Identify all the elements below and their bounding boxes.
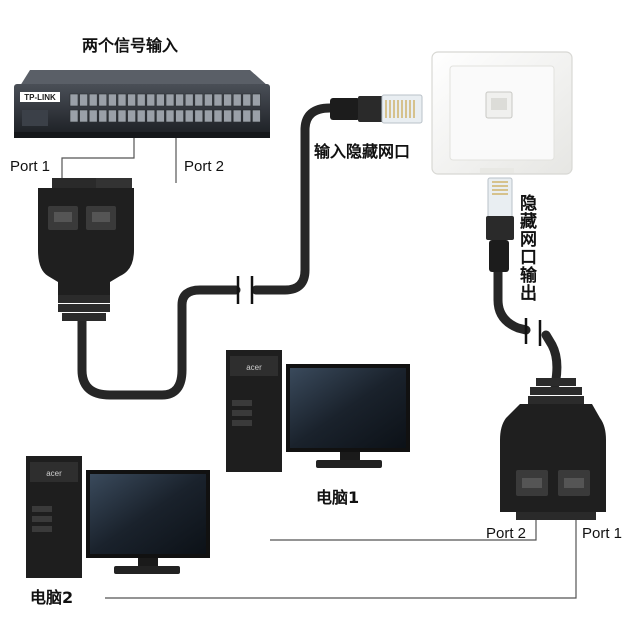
input-hidden-port-label: 输入隐藏网口	[314, 142, 411, 161]
switch-port	[98, 93, 108, 107]
switch-port	[156, 93, 165, 107]
switch-title-label: 两个信号输入	[82, 36, 179, 55]
switch-port	[146, 93, 156, 107]
switch-port	[232, 109, 242, 123]
switch-port	[184, 109, 194, 123]
pc1-logo: acer	[246, 363, 262, 372]
switch-port	[117, 109, 127, 123]
switch-port	[184, 93, 194, 107]
splitter-bottom	[500, 378, 606, 520]
pc2-set: acer	[26, 456, 210, 578]
network-switch: TP-LINK	[14, 70, 270, 138]
wall-plate	[431, 51, 573, 175]
switch-port	[242, 109, 252, 123]
switch-port	[165, 109, 175, 123]
switch-port	[136, 93, 146, 107]
switch-port	[98, 109, 108, 123]
port2-bottom-label: Port 2	[486, 525, 527, 542]
switch-port	[127, 93, 136, 107]
port1-top-label: Port 1	[10, 158, 51, 175]
switch-port	[69, 93, 79, 107]
switch-port	[194, 109, 204, 123]
pc1-set: acer	[226, 350, 410, 472]
cable-input	[77, 103, 353, 400]
switch-port	[88, 93, 98, 107]
switch-ports	[69, 93, 261, 123]
connection-lines	[61, 135, 577, 599]
cable-break-marks	[236, 276, 542, 346]
switch-port	[79, 109, 88, 123]
port2-top-label: Port 2	[184, 158, 225, 175]
pc2-logo: acer	[46, 469, 62, 478]
switch-port	[242, 93, 252, 107]
switch-port	[213, 93, 223, 107]
switch-brand-logo: TP-LINK	[24, 93, 56, 102]
port1-bottom-label: Port 1	[582, 525, 623, 542]
switch-port	[146, 109, 156, 123]
switch-port	[69, 109, 79, 123]
switch-port	[108, 109, 117, 123]
switch-port	[252, 109, 261, 123]
switch-port	[252, 93, 261, 107]
switch-port	[165, 93, 175, 107]
switch-port	[213, 109, 223, 123]
switch-port	[175, 109, 184, 123]
switch-port	[108, 93, 117, 107]
switch-port	[204, 93, 213, 107]
switch-port	[136, 109, 146, 123]
pc2-label: 电脑2	[30, 588, 74, 607]
switch-port	[88, 109, 98, 123]
switch-port	[223, 109, 232, 123]
switch-port	[117, 93, 127, 107]
output-hidden-port-label: 隐藏网口输出	[516, 194, 536, 302]
switch-port	[223, 93, 232, 107]
splitter-top	[38, 178, 134, 321]
switch-port	[204, 109, 213, 123]
switch-port	[232, 93, 242, 107]
switch-port	[194, 93, 204, 107]
rj45-plug-output	[486, 177, 514, 272]
switch-port	[79, 93, 88, 107]
switch-port	[127, 109, 136, 123]
pc1-label: 电脑1	[316, 488, 360, 507]
rj45-plug-input	[330, 94, 423, 124]
switch-port	[156, 109, 165, 123]
switch-port	[175, 93, 184, 107]
